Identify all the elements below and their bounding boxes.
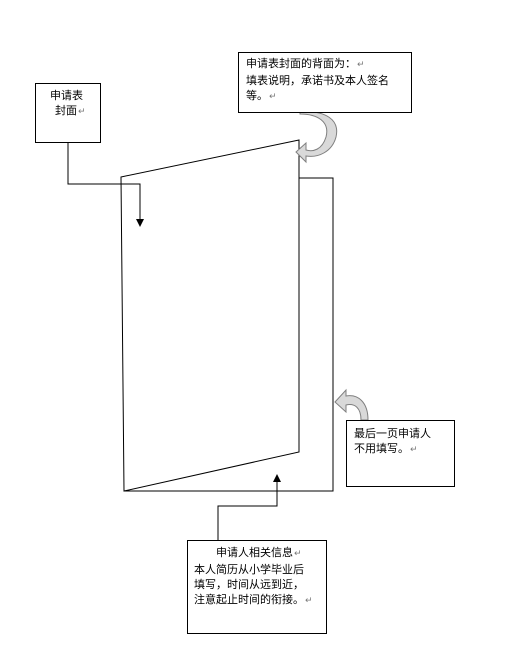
curved-turn-arrow-icon <box>334 388 369 421</box>
back-note-box: 申请表封面的背面为：↵ 填表说明，承诺书及本人签名 等。↵ <box>238 52 412 113</box>
cover-note-line-2: 封面 <box>55 104 77 117</box>
paragraph-mark-icon: ↵ <box>78 107 86 117</box>
back-note-line-1: 申请表封面的背面为： <box>246 57 356 70</box>
applicant-info-line-2: 本人简历从小学毕业后 <box>194 563 304 576</box>
applicant-info-title: 申请人相关信息 <box>216 546 293 559</box>
paragraph-mark-icon: ↵ <box>294 549 302 559</box>
applicant-info-connector-arrow <box>217 474 281 540</box>
last-page-note-line-1: 最后一页申请人 <box>354 427 431 440</box>
last-page-note-line-2: 不用填写。 <box>354 442 409 455</box>
paragraph-mark-icon: ↵ <box>305 596 313 606</box>
applicant-info-line-3: 填写，时间从远到近， <box>194 578 304 591</box>
paragraph-mark-icon: ↵ <box>269 92 277 102</box>
back-note-line-2: 填表说明，承诺书及本人签名 <box>246 74 389 87</box>
cover-note-box: 申请表 封面↵ <box>35 83 101 143</box>
cover-connector-arrow <box>67 142 144 227</box>
curved-turn-arrow-icon <box>295 111 338 164</box>
back-note-line-3: 等。 <box>246 89 268 102</box>
last-page-note-box: 最后一页申请人 不用填写。↵ <box>346 420 455 487</box>
paragraph-mark-icon: ↵ <box>357 60 365 70</box>
cover-note-line-1: 申请表 <box>50 89 83 102</box>
applicant-info-line-4: 注意起止时间的衔接。 <box>194 593 304 606</box>
applicant-info-note-box: 申请人相关信息↵ 本人简历从小学毕业后 填写，时间从远到近， 注意起止时间的衔接… <box>187 540 327 634</box>
paragraph-mark-icon: ↵ <box>410 445 418 455</box>
cover-page <box>120 139 300 492</box>
